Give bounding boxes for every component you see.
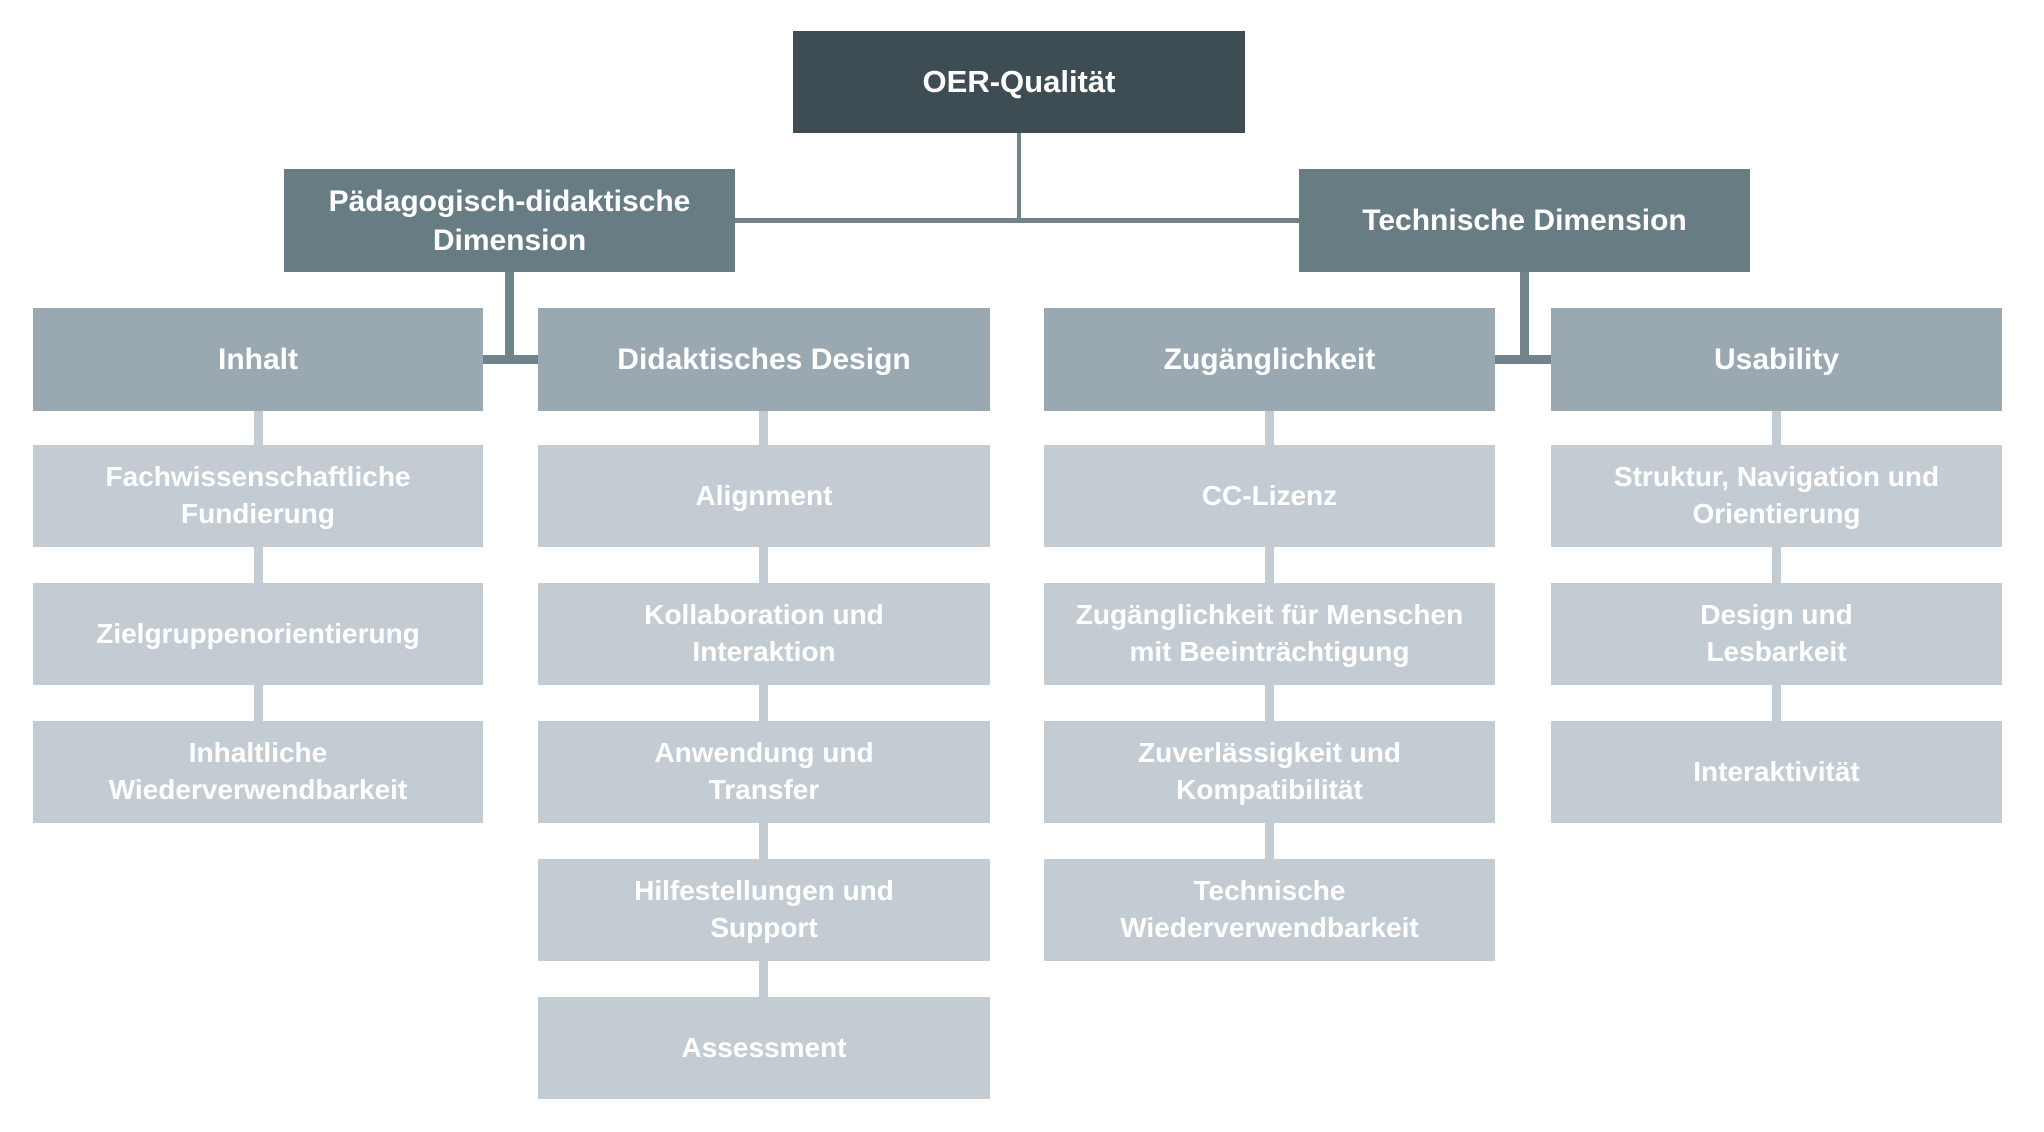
node-zuverlaessigkeit-und-kompatibilitaet: Zuverlässigkeit und Kompatibilität [1044,721,1495,823]
connector-zugaenglichkeit-usability-tick [1495,355,1551,364]
node-design-und-lesbarkeit: Design und Lesbarkeit [1551,583,2002,685]
connector-didaktisch-item1 [759,411,768,445]
node-oer-qualitaet: OER-Qualität [793,31,1245,133]
connector-paedagogisch-vertical [505,272,514,360]
connector-inhalt-didaktisch-tick [483,355,538,364]
node-kollaboration-und-interaktion: Kollaboration und Interaktion [538,583,990,685]
connector-zugaenglichkeit-item1 [1265,411,1274,445]
node-didaktisches-design: Didaktisches Design [538,308,990,411]
node-usability: Usability [1551,308,2002,411]
node-cc-lizenz: CC-Lizenz [1044,445,1495,547]
node-paedagogisch-didaktische-dimension: Pädagogisch-didaktische Dimension [284,169,735,272]
node-inhaltliche-wiederverwendbarkeit: Inhaltliche Wiederverwendbarkeit [33,721,483,823]
connector-item2-item3 [254,685,263,721]
node-technische-wiederverwendbarkeit: Technische Wiederverwendbarkeit [1044,859,1495,961]
node-inhalt: Inhalt [33,308,483,411]
connector-usability-item1 [1772,411,1781,445]
connector-item2-item3 [759,685,768,721]
node-hilfestellungen-und-support: Hilfestellungen und Support [538,859,990,961]
node-anwendung-und-transfer: Anwendung und Transfer [538,721,990,823]
node-zugaenglichkeit-fuer-menschen-mit-beeintraechtigung: Zugänglichkeit für Menschen mit Beeinträ… [1044,583,1495,685]
node-fachwissenschaftliche-fundierung: Fachwissenschaftliche Fundierung [33,445,483,547]
connector-item4-item5 [759,961,768,997]
node-zielgruppenorientierung: Zielgruppenorientierung [33,583,483,685]
connector-item1-item2 [759,547,768,583]
connector-item2-item3 [1772,685,1781,721]
connector-inhalt-item1 [254,411,263,445]
connector-dimensions-horizontal [735,218,1299,223]
connector-item3-item4 [759,823,768,859]
node-interaktivitaet: Interaktivität [1551,721,2002,823]
node-alignment: Alignment [538,445,990,547]
connector-technisch-vertical [1520,272,1529,360]
node-zugaenglichkeit: Zugänglichkeit [1044,308,1495,411]
node-technische-dimension: Technische Dimension [1299,169,1750,272]
connector-root-vertical [1017,133,1021,221]
connector-item2-item3 [1265,685,1274,721]
node-assessment: Assessment [538,997,990,1099]
connector-item1-item2 [1265,547,1274,583]
connector-item3-item4 [1265,823,1274,859]
node-struktur-navigation-und-orientierung: Struktur, Navigation und Orientierung [1551,445,2002,547]
connector-item1-item2 [1772,547,1781,583]
connector-item1-item2 [254,547,263,583]
